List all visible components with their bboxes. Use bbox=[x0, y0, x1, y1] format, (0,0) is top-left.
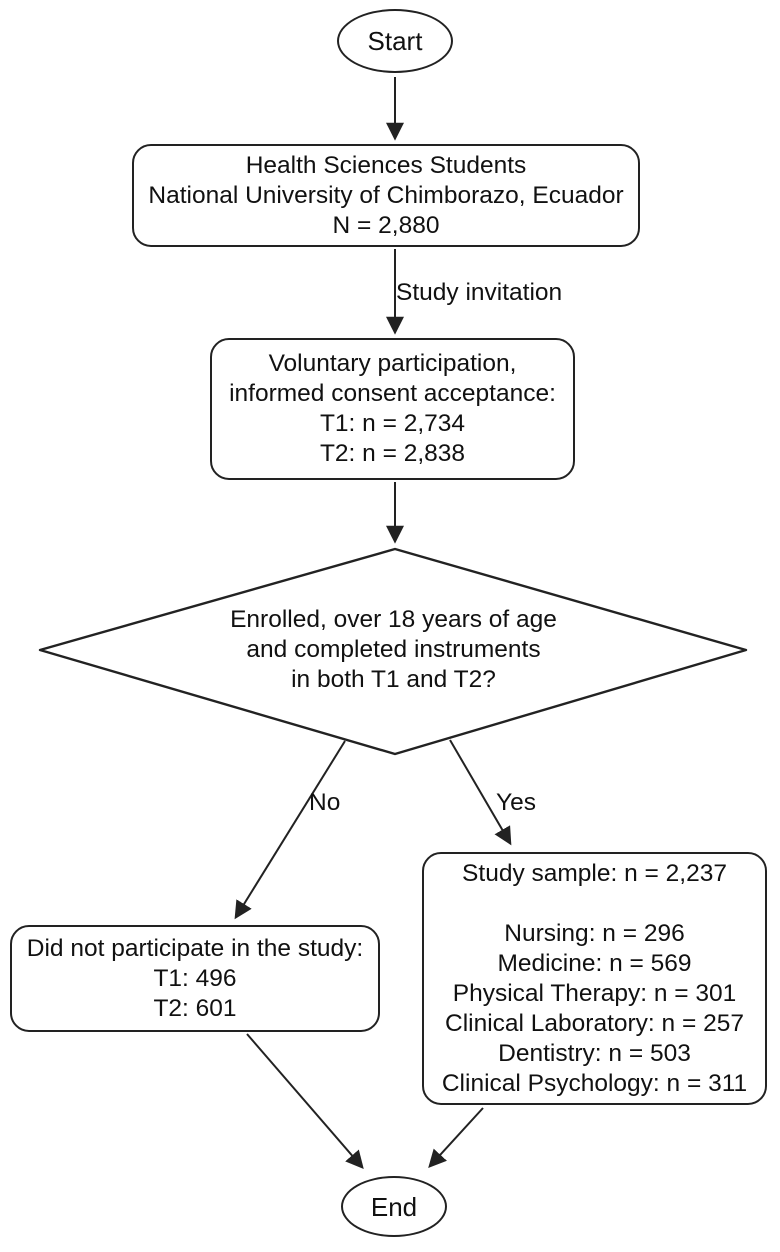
edge-decision-no-to-excluded bbox=[234, 740, 346, 920]
end-label: End bbox=[370, 1191, 418, 1222]
sample-line-1: Nursing: n = 296 bbox=[504, 919, 685, 947]
decision-line-3: in both T1 and T2? bbox=[291, 666, 496, 693]
decision-line-2: and completed instruments bbox=[246, 636, 541, 663]
invitation-edge-label: Study invitation bbox=[396, 279, 563, 306]
edge-sample-to-end bbox=[428, 1107, 484, 1168]
consent-line-4: T2: n = 2,838 bbox=[319, 440, 466, 467]
population-line-1: Health Sciences Students bbox=[245, 151, 527, 179]
population-line-2: National University of Chimborazo, Ecuad… bbox=[148, 181, 624, 209]
excluded-line-3: T2: 601 bbox=[153, 994, 237, 1022]
consent-line-2: informed consent acceptance: bbox=[229, 380, 556, 407]
sample-line-5: Dentistry: n = 503 bbox=[498, 1039, 691, 1067]
decision-line-1: Enrolled, over 18 years of age bbox=[230, 606, 557, 633]
sample-node: Study sample: n = 2,237 Nursing: n = 296… bbox=[422, 852, 767, 1105]
start-node: Start bbox=[337, 9, 453, 73]
edge-excluded-to-end bbox=[246, 1033, 364, 1170]
consent-line-1: Voluntary participation, bbox=[268, 350, 517, 377]
sample-line-3: Physical Therapy: n = 301 bbox=[452, 979, 737, 1007]
decision-diamond-shape bbox=[38, 547, 748, 756]
sample-line-2: Medicine: n = 569 bbox=[497, 949, 692, 977]
population-line-3: N = 2,880 bbox=[332, 211, 440, 239]
excluded-line-1: Did not participate in the study: bbox=[26, 934, 364, 962]
sample-title: Study sample: n = 2,237 bbox=[462, 859, 727, 887]
population-node: Health Sciences Students National Univer… bbox=[132, 144, 640, 247]
decision-node-text: Enrolled, over 18 years of age and compl… bbox=[160, 605, 627, 695]
edge-decision-yes-to-sample bbox=[449, 739, 512, 846]
sample-line-4: Clinical Laboratory: n = 257 bbox=[445, 1009, 744, 1037]
excluded-line-2: T1: 496 bbox=[153, 964, 237, 992]
yes-edge-label: Yes bbox=[496, 789, 536, 816]
end-node: End bbox=[341, 1176, 447, 1237]
sample-line-6: Clinical Psychology: n = 311 bbox=[441, 1069, 748, 1097]
start-label: Start bbox=[367, 26, 423, 56]
consent-node: Voluntary participation, informed consen… bbox=[210, 338, 575, 480]
no-edge-label: No bbox=[309, 789, 341, 816]
consent-line-3: T1: n = 2,734 bbox=[319, 410, 466, 437]
excluded-node: Did not participate in the study: T1: 49… bbox=[10, 925, 380, 1032]
